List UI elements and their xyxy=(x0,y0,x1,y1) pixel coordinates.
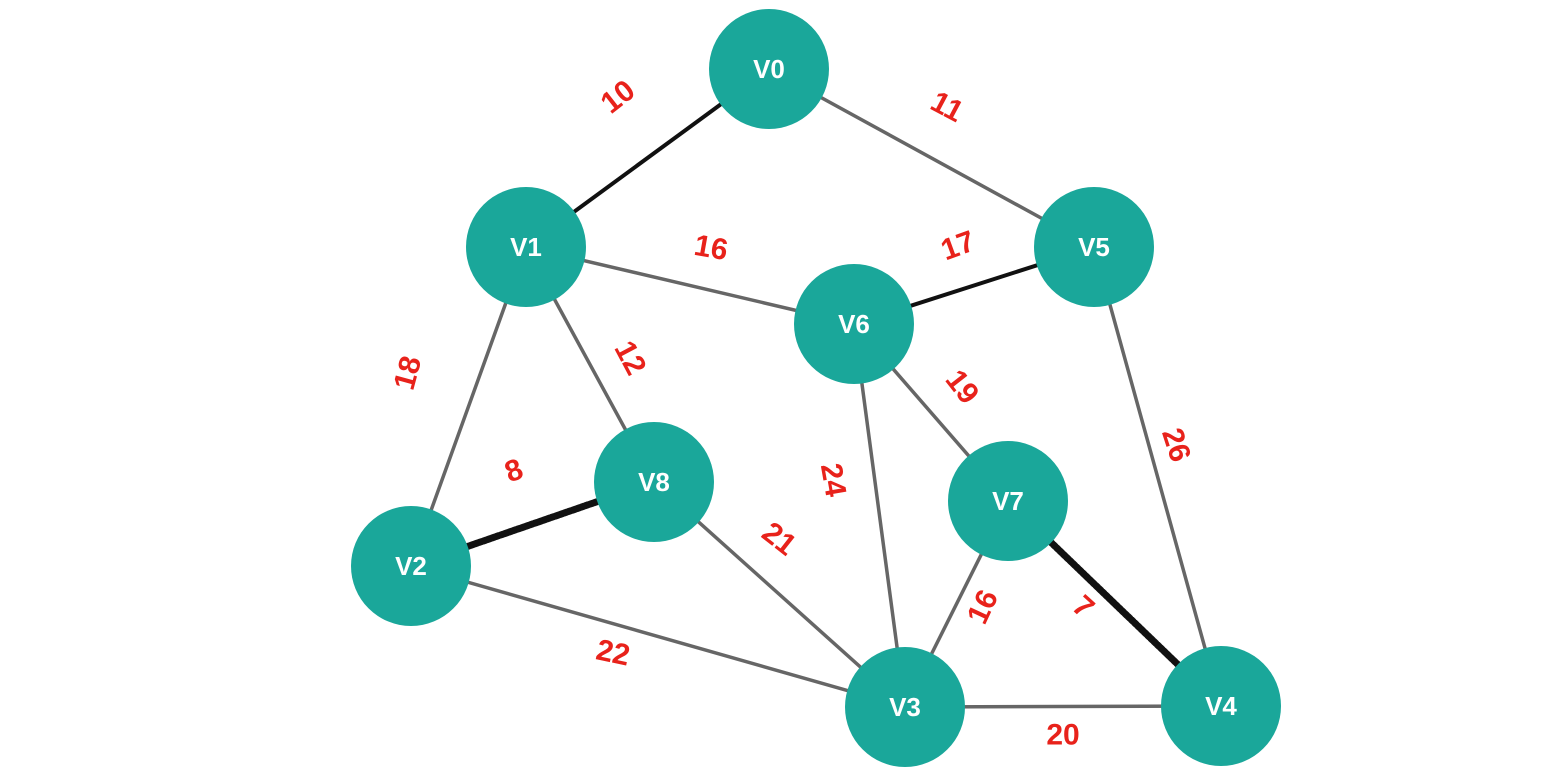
weight-label-v6-v3: 24 xyxy=(814,461,852,500)
weight-label-v0-v1: 10 xyxy=(595,74,642,121)
node-circle xyxy=(845,647,965,767)
node-circle xyxy=(351,506,471,626)
node-label: V2 xyxy=(395,551,427,581)
node-label: V0 xyxy=(753,54,785,84)
weight-label-v1-v6: 16 xyxy=(692,229,731,267)
node-v3: V3 xyxy=(845,647,965,767)
node-label: V4 xyxy=(1205,691,1237,721)
node-circle xyxy=(466,187,586,307)
node-label: V5 xyxy=(1078,232,1110,262)
node-v5: V5 xyxy=(1034,187,1154,307)
node-circle xyxy=(594,422,714,542)
node-label: V1 xyxy=(510,232,542,262)
node-circle xyxy=(709,9,829,129)
edge-v2-v3 xyxy=(409,564,907,709)
weights-layer: 10 11 16 17 18 12 8 19 24 26 21 22 16 7 20 xyxy=(388,74,1197,752)
weight-label-v6-v5: 17 xyxy=(937,225,980,267)
weight-label-v1-v8: 12 xyxy=(608,336,653,381)
edges-layer xyxy=(407,67,1225,710)
edge-v5-v4 xyxy=(1092,245,1223,708)
node-circle xyxy=(794,264,914,384)
node-label: V8 xyxy=(638,467,670,497)
node-label: V7 xyxy=(992,486,1024,516)
node-circle xyxy=(1161,646,1281,766)
node-circle xyxy=(1034,187,1154,307)
weight-label-v7-v4: 7 xyxy=(1066,589,1100,625)
weight-label-v3-v4: 20 xyxy=(1046,719,1079,752)
node-v7: V7 xyxy=(948,441,1068,561)
node-label: V6 xyxy=(838,309,870,339)
weight-label-v6-v7: 19 xyxy=(939,364,986,411)
node-v1: V1 xyxy=(466,187,586,307)
node-circle xyxy=(948,441,1068,561)
weight-label-v8-v3: 21 xyxy=(756,516,803,563)
node-v4: V4 xyxy=(1161,646,1281,766)
edge-v0-v5 xyxy=(767,67,1096,249)
node-label: V3 xyxy=(889,692,921,722)
weight-label-v2-v8: 8 xyxy=(501,453,528,490)
node-v0: V0 xyxy=(709,9,829,129)
weight-label-v5-v4: 26 xyxy=(1155,424,1197,466)
node-v2: V2 xyxy=(351,506,471,626)
weight-label-v0-v5: 11 xyxy=(925,85,968,129)
weight-label-v7-v3: 16 xyxy=(961,585,1005,629)
node-v8: V8 xyxy=(594,422,714,542)
node-v6: V6 xyxy=(794,264,914,384)
weight-label-v1-v2: 18 xyxy=(388,353,429,394)
weight-label-v2-v3: 22 xyxy=(593,633,633,672)
edge-v6-v3 xyxy=(852,322,907,709)
